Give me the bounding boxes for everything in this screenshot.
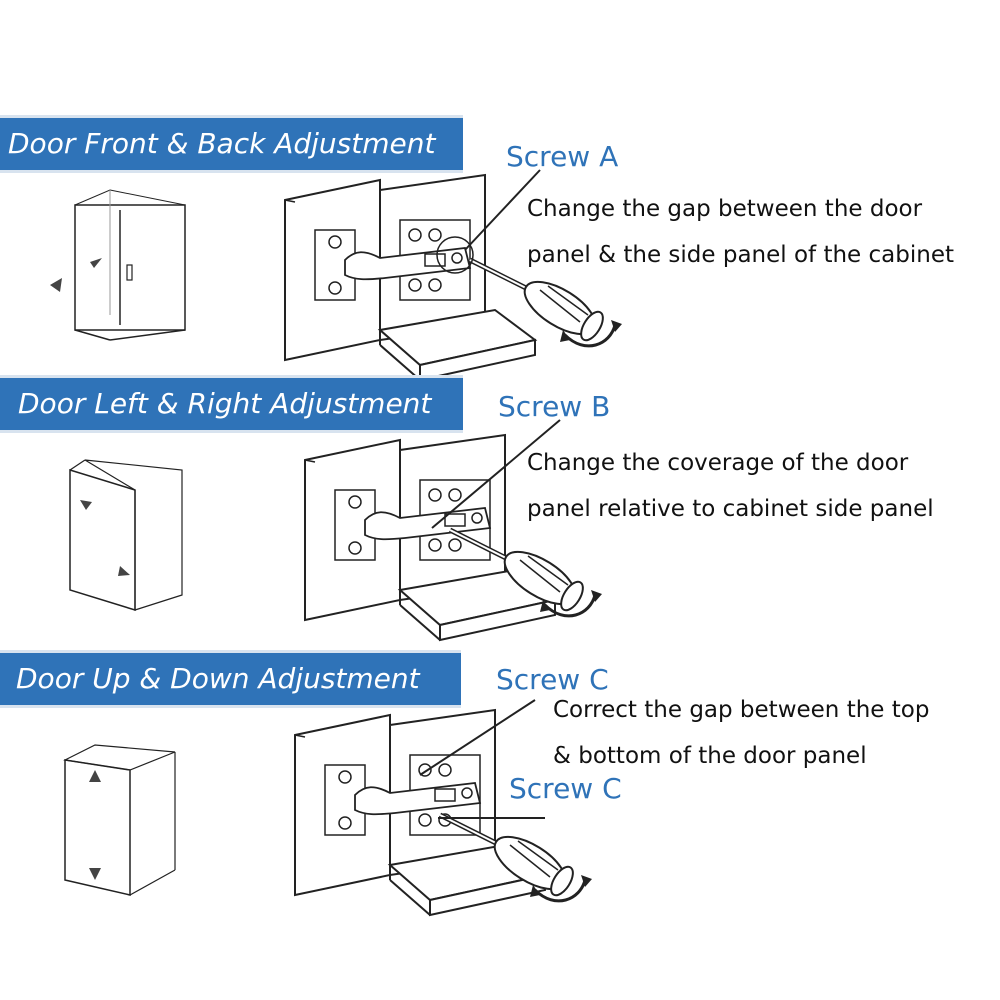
screw-c-description-line-1: Correct the gap between the top bbox=[553, 697, 930, 723]
section-title-up-down: Door Up & Down Adjustment bbox=[0, 650, 461, 708]
cabinet-up-down-icon bbox=[63, 744, 176, 896]
cabinet-left-right-icon bbox=[69, 459, 183, 612]
screw-a-label: Screw A bbox=[506, 140, 619, 173]
screw-a-description-line-1: Change the gap between the door bbox=[527, 196, 923, 222]
section-title-left-right: Door Left & Right Adjustment bbox=[0, 375, 463, 433]
screw-c-description-line-2: & bottom of the door panel bbox=[553, 743, 867, 769]
screw-c-label-top: Screw C bbox=[496, 663, 609, 696]
screw-a-description-line-2: panel & the side panel of the cabinet bbox=[527, 242, 954, 268]
screw-c-label-bottom: Screw C bbox=[509, 772, 622, 805]
section-title-front-back: Door Front & Back Adjustment bbox=[0, 115, 463, 173]
screw-b-description-line-1: Change the coverage of the door bbox=[527, 450, 909, 476]
screw-b-label: Screw B bbox=[498, 390, 611, 423]
screw-b-description-line-2: panel relative to cabinet side panel bbox=[527, 496, 934, 522]
cabinet-front-back-icon bbox=[50, 189, 186, 341]
